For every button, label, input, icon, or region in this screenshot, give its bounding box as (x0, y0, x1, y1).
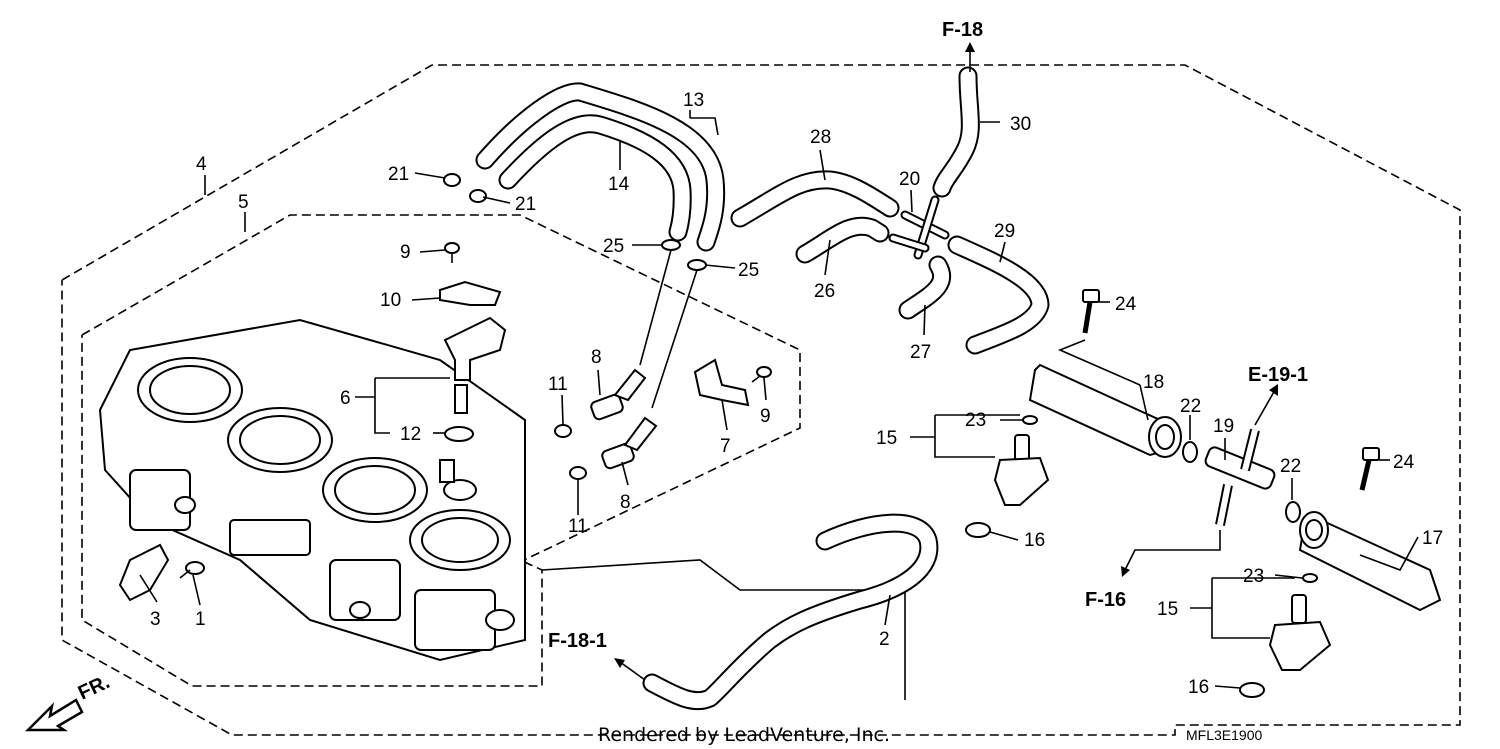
callout-1: 1 (195, 609, 206, 630)
callout-11-lower: 11 (568, 516, 588, 537)
o-ring-11-upper (554, 424, 572, 438)
callout-16-lower: 16 (1188, 677, 1209, 698)
callout-26: 26 (814, 281, 835, 302)
callout-23-lower: 23 (1243, 566, 1264, 587)
leader-lines (139, 110, 1419, 689)
ref-e19-1: E-19-1 (1248, 364, 1308, 386)
callout-18: 18 (1143, 372, 1164, 393)
callout-7: 7 (720, 436, 731, 457)
callout-22-right: 22 (1280, 456, 1301, 477)
screw-9-right (751, 366, 772, 383)
callout-13: 13 (683, 90, 704, 111)
callout-28: 28 (810, 127, 831, 148)
screw-9-top (444, 242, 460, 263)
callout-21-upper: 21 (388, 164, 409, 185)
callout-16-upper: 16 (1024, 530, 1045, 551)
callout-9-top: 9 (400, 242, 411, 263)
hose-14 (498, 114, 692, 242)
callout-24-upper: 24 (1115, 294, 1137, 315)
bracket-3 (118, 543, 170, 602)
bolt-24-upper (1082, 289, 1100, 334)
cover-10 (439, 280, 502, 306)
callout-30: 30 (1010, 114, 1031, 135)
group-leader (541, 559, 906, 700)
callout-5: 5 (238, 192, 249, 213)
callout-9-right: 9 (760, 406, 771, 427)
front-direction-arrow: FR. (24, 671, 113, 732)
o-ring-12 (444, 426, 474, 442)
callout-17: 17 (1422, 528, 1443, 549)
callout-22-left: 22 (1180, 396, 1201, 417)
screw-1 (179, 561, 205, 579)
callout-19: 19 (1213, 416, 1234, 437)
seal-ring-16-upper (965, 522, 991, 538)
o-ring-23-upper (1022, 415, 1038, 425)
joint-8-upper (590, 368, 647, 421)
callout-27: 27 (910, 342, 931, 363)
callout-20: 20 (899, 169, 920, 190)
bolt-24-lower (1359, 447, 1380, 491)
callout-4: 4 (196, 154, 207, 175)
seal-ring-16-lower (1239, 682, 1265, 698)
callout-8-upper: 8 (591, 347, 602, 368)
callout-labels: 4 5 9 10 6 12 21 21 13 14 25 25 8 11 8 1… (150, 90, 1443, 698)
injector-15-upper (993, 434, 1050, 506)
callout-24-lower: 24 (1393, 452, 1415, 473)
callout-15-lower: 15 (1157, 599, 1178, 620)
callout-21-lower: 21 (515, 194, 536, 215)
callout-25-left: 25 (603, 236, 624, 257)
callout-8-lower: 8 (620, 492, 631, 513)
ref-f18: F-18 (942, 19, 983, 41)
holder-7 (693, 358, 750, 407)
credit-watermark: Rendered by LeadVenture, Inc. (598, 724, 890, 746)
injector-15-lower (1268, 594, 1332, 671)
sensor-6 (443, 316, 507, 381)
o-ring-11-lower (569, 466, 587, 480)
callout-6: 6 (340, 388, 351, 409)
reference-arrows (614, 42, 1278, 681)
callout-12: 12 (400, 424, 421, 445)
ref-f16: F-16 (1085, 589, 1126, 611)
callout-23-upper: 23 (965, 410, 986, 431)
o-ring-22-left (1182, 441, 1198, 463)
o-ring-23-lower (1302, 573, 1318, 583)
front-label: FR. (75, 671, 113, 705)
joint-20 (888, 195, 950, 260)
throttle-body (98, 318, 526, 662)
sensor-6-stem (454, 384, 468, 414)
tee-joint-19 (1204, 428, 1276, 526)
clip-21-lower (469, 189, 487, 203)
clip-21-upper (443, 173, 461, 187)
assembly-boundary-4 (61, 64, 1461, 736)
joint-8-lower (601, 416, 658, 470)
clamp-25-left (661, 239, 681, 251)
callout-29: 29 (994, 221, 1015, 242)
callout-11-upper: 11 (548, 374, 568, 395)
callout-25-right: 25 (738, 260, 759, 281)
o-ring-22-right (1285, 501, 1301, 523)
callout-10: 10 (380, 290, 401, 311)
ref-f18-1: F-18-1 (548, 630, 607, 652)
callout-3: 3 (150, 609, 161, 630)
callout-2: 2 (879, 629, 890, 650)
clamp-25-right (687, 259, 707, 271)
callout-15-upper: 15 (876, 428, 897, 449)
diagram-code: MFL3E1900 (1186, 727, 1262, 743)
callout-14: 14 (608, 174, 630, 195)
